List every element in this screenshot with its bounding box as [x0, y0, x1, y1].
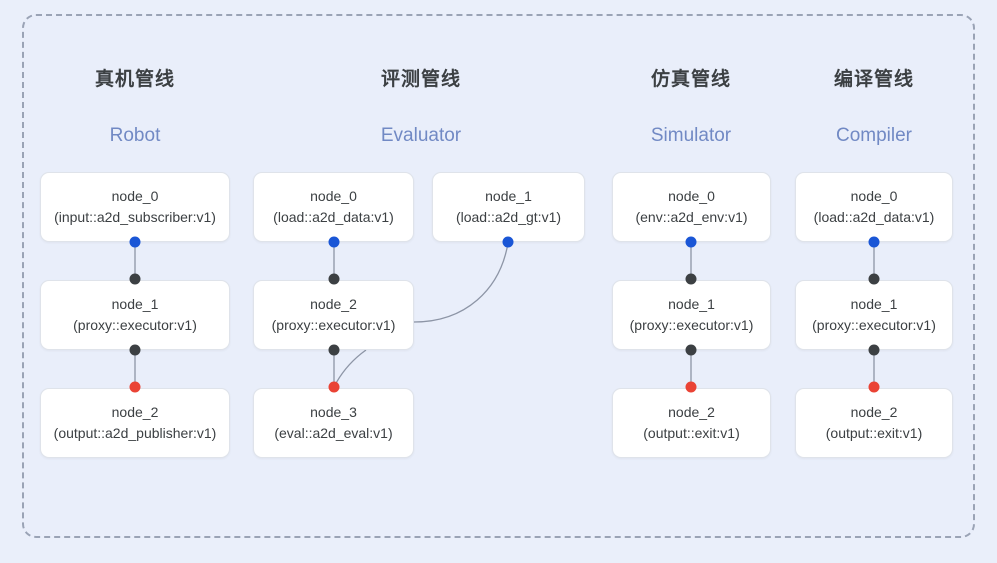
node-name: node_1 [668, 296, 715, 312]
port-output-icon-simulator-0[interactable] [685, 236, 697, 248]
node-simulator-node_1[interactable]: node_1 (proxy::executor:v1) [612, 280, 771, 350]
node-name: node_1 [850, 296, 898, 312]
port-output-icon-robot-1[interactable] [129, 344, 141, 356]
node-evaluator-node_2[interactable]: node_2 (proxy::executor:v1) [253, 280, 414, 350]
port-input-icon-simulator-1[interactable] [685, 273, 697, 285]
pipeline-group-frame [22, 14, 975, 538]
port-output-icon-evaluator-1[interactable] [502, 236, 514, 248]
node-spec: (output::exit:v1) [825, 425, 923, 441]
node-name: node_1 [485, 188, 532, 204]
node-name: node_0 [310, 188, 357, 204]
port-output-icon-compiler-0[interactable] [868, 236, 880, 248]
node-robot-node_0[interactable]: node_0 (input::a2d_subscriber:v1) [40, 172, 230, 242]
node-name: node_2 [310, 296, 357, 312]
column-title-cn-compiler: 编译管线 [833, 69, 914, 90]
node-name: node_0 [111, 188, 159, 204]
node-simulator-node_0[interactable]: node_0 (env::a2d_env:v1) [612, 172, 771, 242]
node-spec: (output::a2d_publisher:v1) [53, 425, 217, 441]
node-compiler-node_0[interactable]: node_0 (load::a2d_data:v1) [795, 172, 953, 242]
port-input-icon-evaluator-3[interactable] [328, 381, 340, 393]
column-title-cn-evaluator: 评测管线 [380, 69, 461, 90]
port-input-icon-compiler-1[interactable] [868, 273, 880, 285]
node-name: node_0 [850, 188, 898, 204]
node-name: node_2 [668, 404, 715, 420]
node-robot-node_1[interactable]: node_1 (proxy::executor:v1) [40, 280, 230, 350]
node-compiler-node_2[interactable]: node_2 (output::exit:v1) [795, 388, 953, 458]
node-spec: (load::a2d_data:v1) [273, 209, 394, 225]
node-evaluator-node_3[interactable]: node_3 (eval::a2d_eval:v1) [253, 388, 414, 458]
port-input-icon-compiler-2[interactable] [868, 381, 880, 393]
node-name: node_1 [111, 296, 159, 312]
node-name: node_2 [850, 404, 898, 420]
node-spec: (output::exit:v1) [643, 425, 740, 441]
port-output-icon-evaluator-0[interactable] [328, 236, 340, 248]
node-spec: (proxy::executor:v1) [73, 317, 197, 333]
node-spec: (proxy::executor:v1) [812, 317, 936, 333]
port-input-icon-simulator-2[interactable] [685, 381, 697, 393]
port-input-icon-robot-2[interactable] [129, 381, 141, 393]
node-spec: (load::a2d_gt:v1) [455, 209, 562, 225]
column-title-en-simulator: Simulator [650, 125, 732, 146]
node-evaluator-node_1[interactable]: node_1 (load::a2d_gt:v1) [432, 172, 585, 242]
node-compiler-node_1[interactable]: node_1 (proxy::executor:v1) [795, 280, 953, 350]
column-title-cn-simulator: 仿真管线 [650, 69, 731, 90]
node-name: node_0 [668, 188, 715, 204]
port-output-icon-compiler-1[interactable] [868, 344, 880, 356]
column-title-en-evaluator: Evaluator [380, 125, 462, 146]
node-spec: (input::a2d_subscriber:v1) [54, 209, 216, 225]
port-output-icon-simulator-1[interactable] [685, 344, 697, 356]
node-robot-node_2[interactable]: node_2 (output::a2d_publisher:v1) [40, 388, 230, 458]
node-name: node_3 [310, 404, 357, 420]
node-name: node_2 [111, 404, 159, 420]
column-title-en-compiler: Compiler [835, 125, 913, 146]
port-input-icon-robot-1[interactable] [129, 273, 141, 285]
node-evaluator-node_0[interactable]: node_0 (load::a2d_data:v1) [253, 172, 414, 242]
node-spec: (env::a2d_env:v1) [635, 209, 748, 225]
node-simulator-node_2[interactable]: node_2 (output::exit:v1) [612, 388, 771, 458]
column-title-cn-robot: 真机管线 [94, 69, 175, 90]
port-output-icon-robot-0[interactable] [129, 236, 141, 248]
port-input-icon-evaluator-2[interactable] [328, 273, 340, 285]
node-spec: (eval::a2d_eval:v1) [274, 425, 393, 441]
port-output-icon-evaluator-2[interactable] [328, 344, 340, 356]
node-spec: (proxy::executor:v1) [629, 317, 754, 333]
column-title-en-robot: Robot [109, 125, 161, 146]
node-spec: (load::a2d_data:v1) [813, 209, 935, 225]
node-spec: (proxy::executor:v1) [271, 317, 396, 333]
